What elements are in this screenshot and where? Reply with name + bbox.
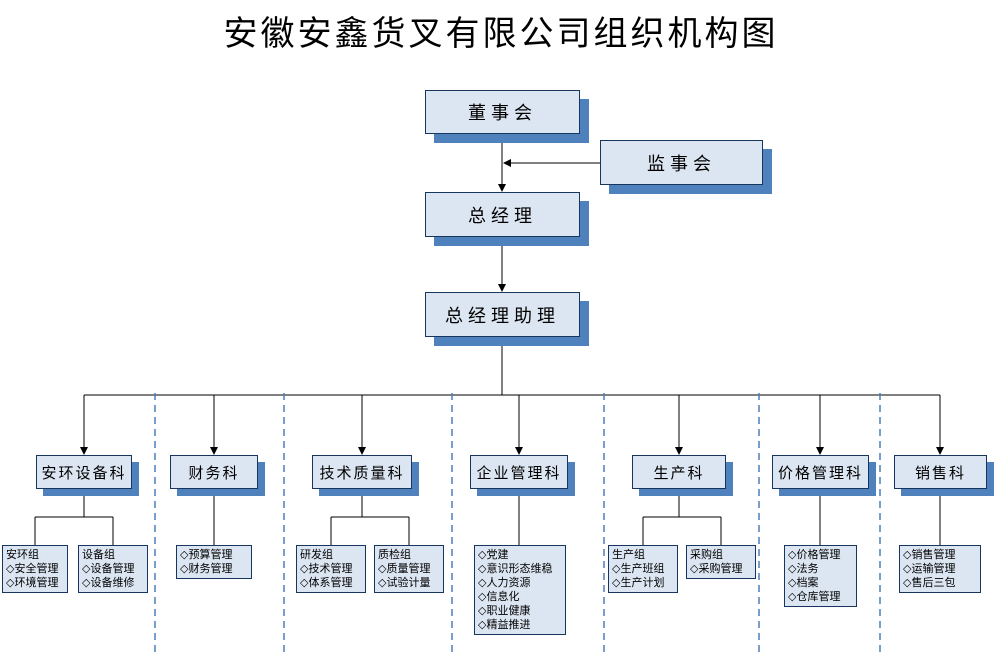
board-box: 董事会 — [425, 90, 580, 134]
chart-title: 安徽安鑫货叉有限公司组织机构图 — [223, 16, 779, 53]
tree-connectors — [34, 134, 941, 545]
group-name: 采购组 — [690, 549, 723, 561]
dept-box-price-mgmt: 价格管理科 — [772, 455, 869, 489]
supervisory-board-box: 监事会 — [600, 140, 763, 185]
group-name: 研发组 — [300, 549, 333, 561]
group-box-rnd: 研发组 ◇技术管理 ◇体系管理 — [296, 545, 366, 593]
group-box-equipment: 设备组 ◇设备管理 ◇设备维修 — [78, 545, 148, 593]
dept-box-enterprise-mgmt: 企业管理科 — [470, 455, 568, 489]
dept-box-finance: 财务科 — [170, 455, 258, 489]
column-separators — [154, 393, 881, 657]
dept-box-safety-equipment: 安环设备科 — [36, 455, 132, 489]
group-box-quality-inspection: 质检组 ◇质量管理 ◇试验计量 — [374, 545, 444, 593]
group-items: ◇生产班组 ◇生产计划 — [612, 563, 665, 589]
gm-assistant-box: 总经理助理 — [425, 292, 580, 337]
group-name: 生产组 — [612, 549, 645, 561]
group-box-safety: 安环组 ◇安全管理 ◇环境管理 — [2, 545, 68, 593]
group-box-price-items: ◇价格管理 ◇法务 ◇档案 ◇仓库管理 — [784, 545, 857, 607]
group-box-sales-items: ◇销售管理 ◇运输管理 ◇售后三包 — [899, 545, 981, 593]
group-items: ◇技术管理 ◇体系管理 — [300, 563, 353, 589]
group-items: ◇党建 ◇意识形态维稳 ◇人力资源 ◇信息化 ◇职业健康 ◇精益推进 — [478, 549, 553, 631]
general-manager-box: 总经理 — [425, 192, 580, 237]
group-items: ◇销售管理 ◇运输管理 ◇售后三包 — [903, 549, 956, 589]
dept-box-tech-quality: 技术质量科 — [312, 455, 412, 489]
group-box-enterprise-items: ◇党建 ◇意识形态维稳 ◇人力资源 ◇信息化 ◇职业健康 ◇精益推进 — [474, 545, 566, 635]
group-items: ◇采购管理 — [690, 563, 743, 575]
group-name: 安环组 — [6, 549, 39, 561]
group-name: 质检组 — [378, 549, 411, 561]
group-items: ◇价格管理 ◇法务 ◇档案 ◇仓库管理 — [788, 549, 841, 603]
arrowheads — [80, 159, 944, 455]
group-items: ◇设备管理 ◇设备维修 — [82, 563, 135, 589]
group-items: ◇预算管理 ◇财务管理 — [180, 549, 233, 575]
group-name: 设备组 — [82, 549, 115, 561]
dept-box-sales: 销售科 — [894, 455, 987, 489]
group-items: ◇质量管理 ◇试验计量 — [378, 563, 431, 589]
dept-box-production: 生产科 — [632, 455, 726, 489]
group-box-finance-items: ◇预算管理 ◇财务管理 — [176, 545, 252, 579]
group-box-production-team: 生产组 ◇生产班组 ◇生产计划 — [608, 545, 678, 593]
group-items: ◇安全管理 ◇环境管理 — [6, 563, 59, 589]
group-box-procurement: 采购组 ◇采购管理 — [686, 545, 756, 579]
